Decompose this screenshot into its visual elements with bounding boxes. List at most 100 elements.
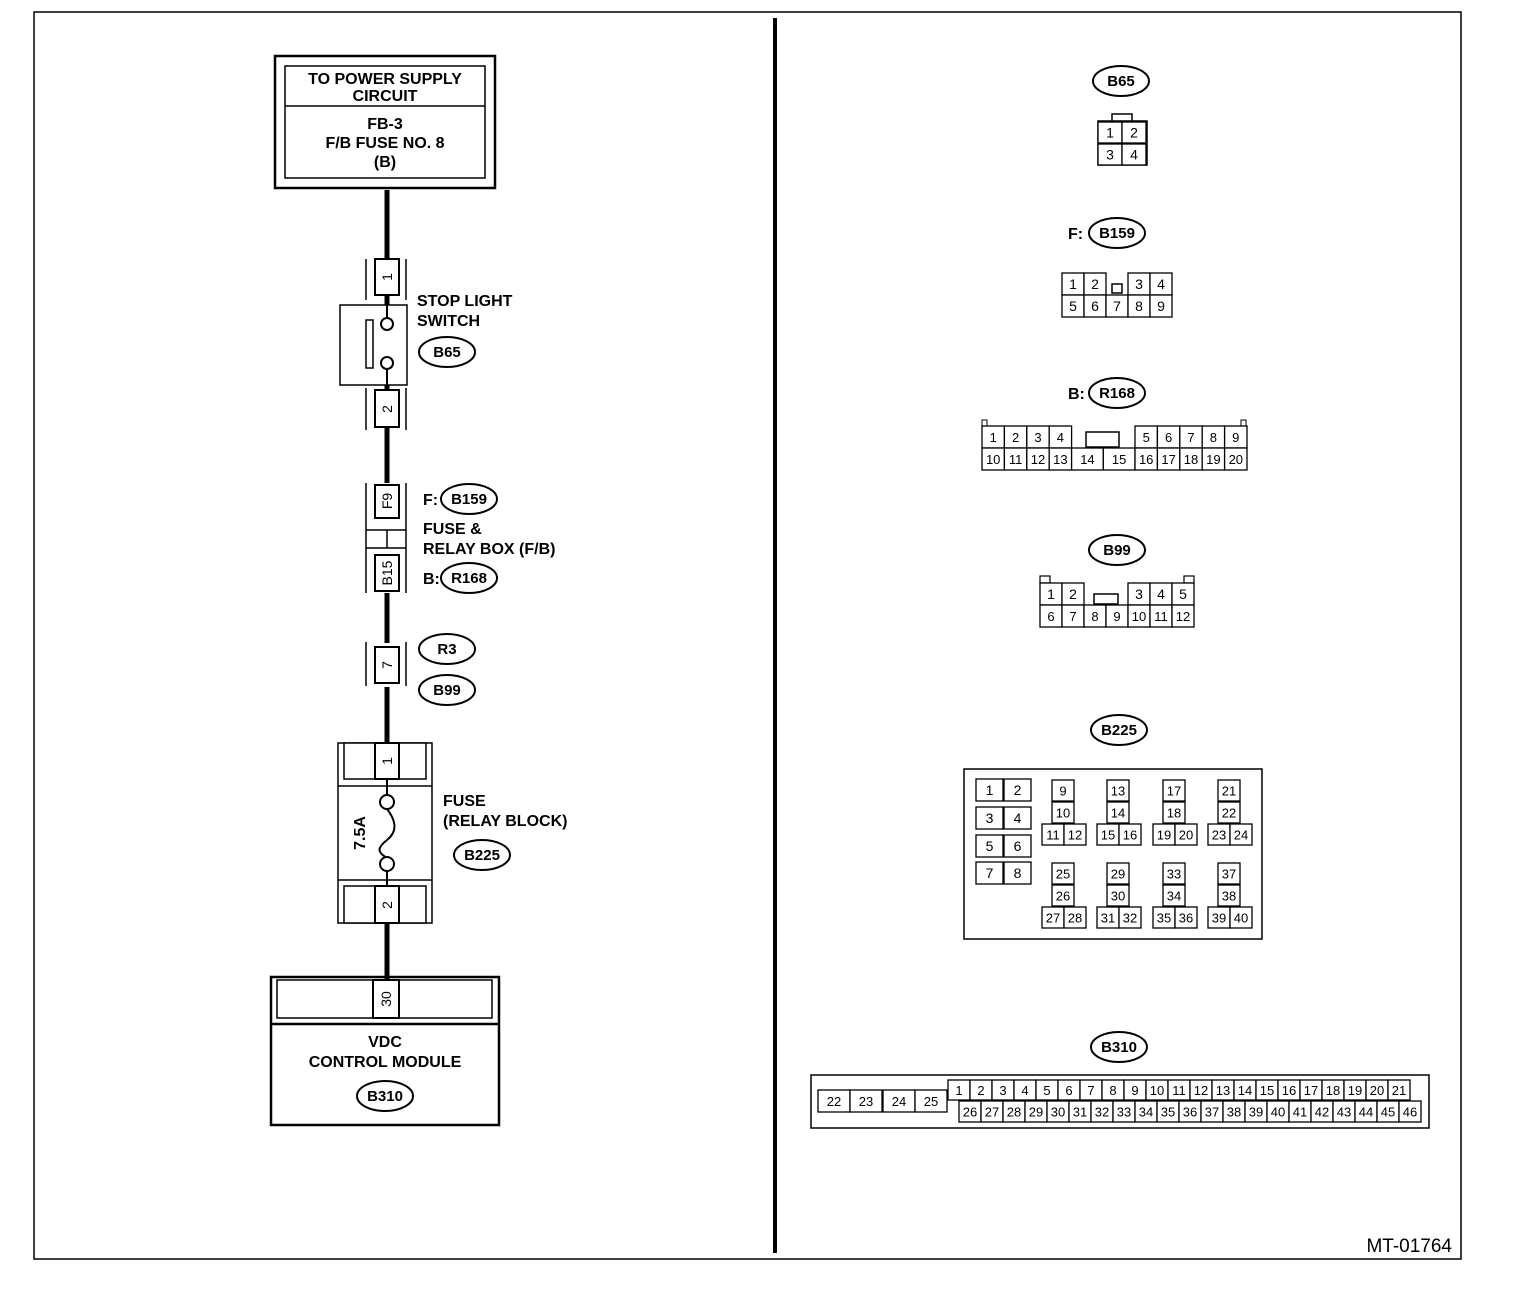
pin-number: 17 [1167,784,1181,799]
pin-number: 30 [1051,1105,1065,1120]
connector-oval [1088,217,1146,249]
outer-frame [33,11,1462,1260]
pin-number: 21 [1222,784,1236,799]
connector-oval [356,1080,414,1112]
pin-cell [1003,861,1032,885]
pin-number: 31 [1101,911,1115,926]
connector-ear [1039,575,1051,584]
pin-number: 10 [986,452,1000,467]
pin-number: 24 [892,1094,906,1109]
fuse-line1: FUSE [443,793,486,810]
pin-cell [914,1089,948,1113]
fuse-rating: 7.5A [352,816,369,850]
joint-connector: 7 R3 B99 [365,633,476,706]
pin-cell [1223,447,1248,471]
pin-number: 9 [1131,1083,1138,1098]
fuse-relay-box-line1: FUSE & [423,521,482,538]
pin-cell [849,1089,883,1113]
pin-number: 4 [1014,810,1022,826]
figure-id: MT-01764 [1366,1236,1452,1257]
pin-number: 2 [1069,586,1077,602]
circuit-schematic: TO POWER SUPPLY CIRCUIT FB-3 F/B FUSE NO… [269,54,567,1127]
connector-id: B225 [464,847,500,864]
connector-latch [1085,431,1120,448]
pin-number: 23 [1212,828,1226,843]
pin-label: 1 [379,757,395,765]
pin-number: 1 [990,430,997,445]
pin-number: 32 [1095,1105,1109,1120]
pin-number: 37 [1205,1105,1219,1120]
connector-oval [1088,377,1146,409]
pin-number: 7 [1187,430,1194,445]
pin-number: 27 [1046,911,1060,926]
pin-number: 19 [1206,452,1220,467]
pin-number: 5 [1043,1083,1050,1098]
pin-number: 8 [1210,430,1217,445]
pin-number: 35 [1157,911,1171,926]
pin-number: 26 [963,1105,977,1120]
pin-label: 2 [379,901,395,909]
fuse-relay-box-line2: RELAY BOX (F/B) [423,541,555,558]
pin-number: 11 [1046,828,1060,843]
pin-number: 4 [1021,1083,1028,1098]
pin-number: 2 [1091,276,1099,292]
connector-id: R168 [451,570,487,587]
pin-cell [1051,862,1075,885]
pin-number: 8 [1091,609,1098,624]
pin-number: 10 [1056,806,1070,821]
pin-label: F9 [379,493,395,510]
pin-box [374,646,400,684]
pin-number: 11 [1154,609,1168,624]
pin-number: 28 [1007,1105,1021,1120]
pin-cell [1387,1079,1411,1101]
pin-number: 18 [1184,452,1198,467]
pin-number: 16 [1282,1083,1296,1098]
pin-cell [1217,884,1241,907]
connector-oval [1088,534,1146,566]
pin-cell [1106,801,1130,824]
pin-box [374,885,400,924]
pin-cell [1051,884,1075,907]
pin-number: 34 [1139,1105,1153,1120]
pin-number: 10 [1150,1083,1164,1098]
pin-number: 5 [1179,586,1187,602]
pin-number: 19 [1157,828,1171,843]
pin-cell [975,834,1004,858]
pin-number: 36 [1179,911,1193,926]
connector-oval [440,483,498,515]
pin-cell [975,861,1004,885]
pin-number: 33 [1167,867,1181,882]
pin-box [374,258,400,296]
pin-number: 31 [1073,1105,1087,1120]
pin-box [372,979,400,1019]
pin-number: 3 [986,810,994,826]
pin-number: 20 [1229,452,1243,467]
connector-latch [1093,593,1119,605]
pin-number: 2 [1014,782,1022,798]
pin-number: 15 [1101,828,1115,843]
pin-number: 1 [955,1083,962,1098]
pin-label: 7 [379,661,395,669]
pin-number: 33 [1117,1105,1131,1120]
pin-number: 13 [1053,452,1067,467]
pin-number: 12 [1031,452,1045,467]
pin-number: 5 [1143,430,1150,445]
connector-oval [440,562,498,594]
pin-number: 9 [1232,430,1239,445]
pin-number: 3 [1135,276,1143,292]
pin-cell [1217,801,1241,824]
pin-number: 3 [1135,586,1143,602]
stop-light-switch: 1 2 STOP LIGHT SWITCH B65 [339,258,513,430]
connector-id: B159 [451,491,487,508]
pin-number: 6 [1091,298,1099,314]
connector-id: B99 [1103,542,1131,559]
connector-oval [418,674,476,706]
pin-label: 30 [378,991,394,1007]
pin-number: 24 [1234,828,1248,843]
stop-light-switch-line2: SWITCH [417,313,480,330]
